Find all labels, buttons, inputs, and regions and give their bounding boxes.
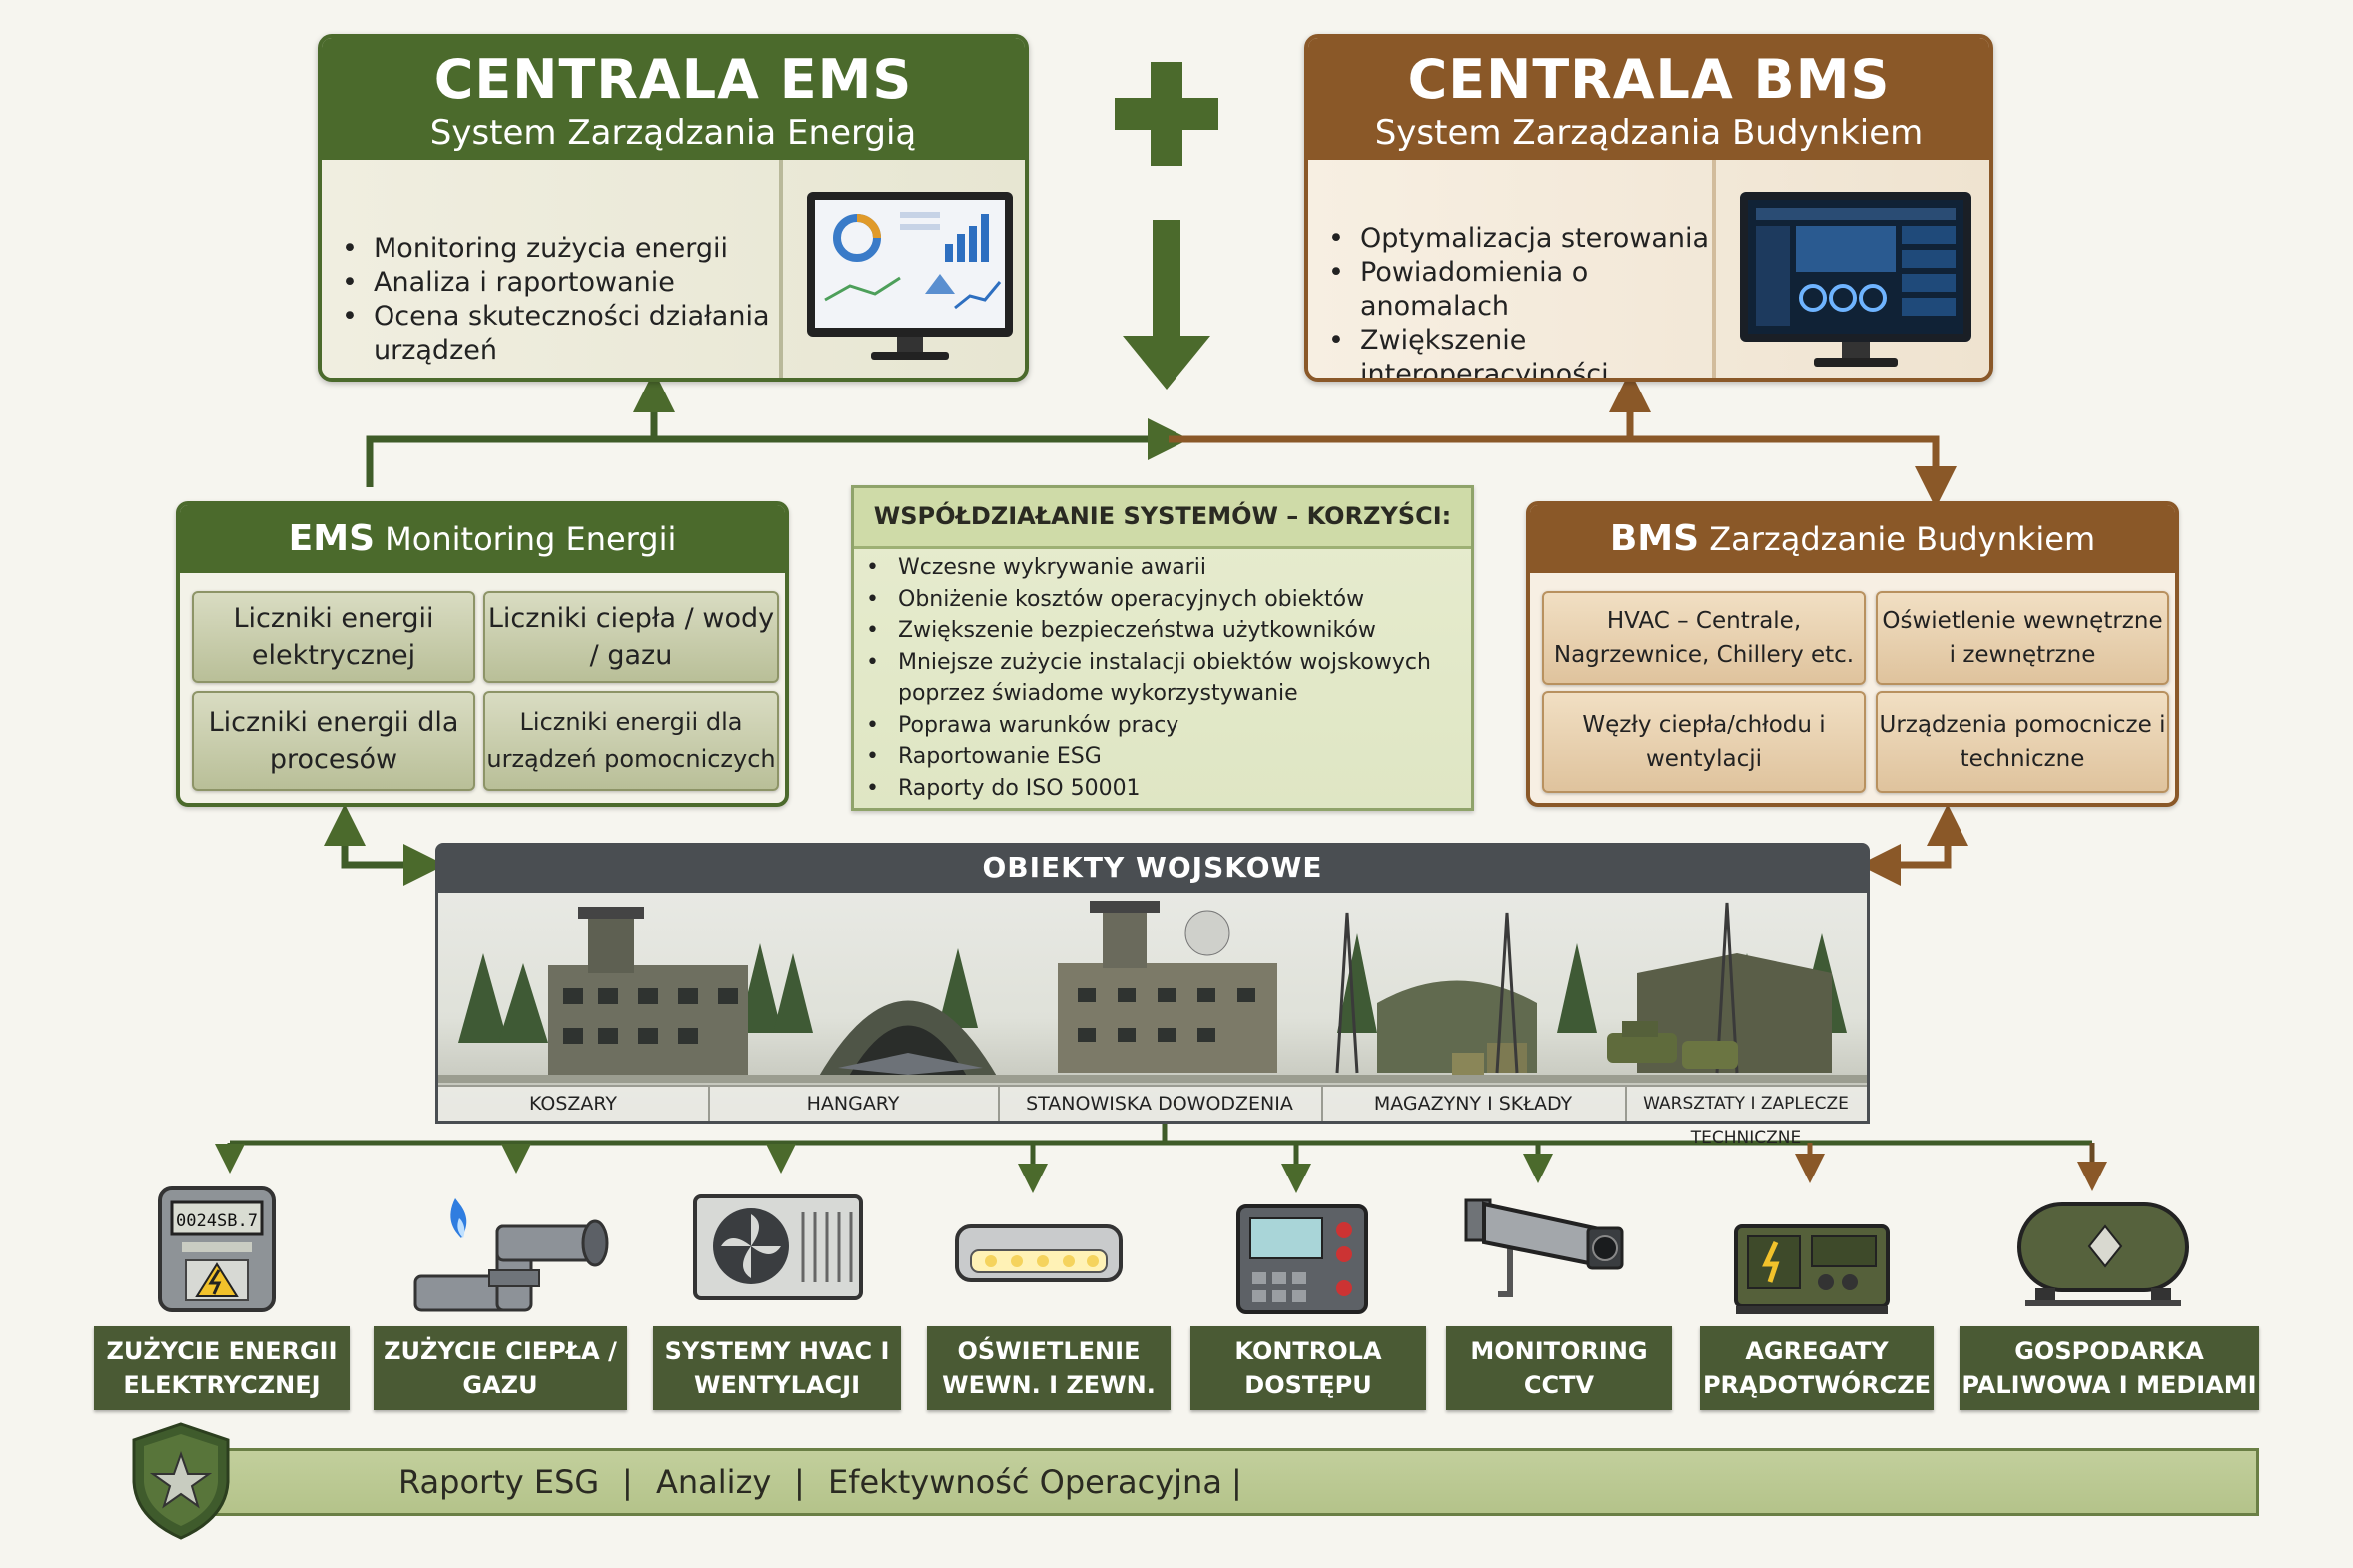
bms-cell-heat-cool-nodes: Węzły ciepła/chłodu i wentylacji (1542, 691, 1866, 793)
ems-central-bullets: Monitoring zużycia energii Analiza i rap… (334, 232, 803, 368)
benefit-item: Wczesne wykrywanie awarii (858, 552, 1457, 584)
bullet-item: Zwiększenie interoperacyjności (1320, 324, 1720, 378)
hvac-unit-icon (693, 1194, 863, 1300)
object-label-hangars: HANGARY (708, 1087, 1000, 1121)
bms-management-title: Zarządzanie Budynkiem (1709, 520, 2096, 558)
object-label-warehouses: MAGAZYNY I SKŁADY (1321, 1087, 1627, 1121)
bms-central-bullets: Optymalizacja sterowania Powiadomienia o… (1320, 222, 1720, 378)
benefit-item: Mniejsze zużycie instalacji obiektów woj… (858, 647, 1457, 710)
footer-separator: | (1231, 1463, 1242, 1501)
footer-bar: Raporty ESG | Analizy | Efektywność Oper… (204, 1448, 2259, 1516)
bms-bus-line (1169, 435, 1957, 508)
endpoint-label-cctv: MONITORING CCTV (1446, 1326, 1672, 1410)
cctv-camera-icon (1464, 1194, 1626, 1302)
object-label-workshops: WARSZTATY I ZAPLECZE TECHNICZNE (1643, 1094, 1849, 1148)
control-panel-monitor-icon (1738, 190, 1973, 370)
bullet-item: Analiza i raportowanie (334, 266, 803, 300)
footer-item-analyses: Analizy (656, 1463, 772, 1501)
military-objects-title: OBIEKTY WOJSKOWE (435, 843, 1870, 893)
object-label-barracks: KOSZARY (438, 1087, 710, 1121)
ems-central-panel: CENTRALA EMS System Zarządzania Energią … (318, 34, 1029, 382)
military-objects-scene: KOSZARY HANGARY STANOWISKA DOWODZENIA MA… (435, 893, 1870, 1148)
bullet-item: Monitoring zużycia energii (334, 232, 803, 266)
ems-central-subtitle: System Zarządzania Energią (429, 113, 917, 153)
command-building (1058, 963, 1277, 1073)
bms-management-panel: BMS Zarządzanie Budynkiem HVAC – Central… (1526, 501, 2179, 807)
endpoint-label-lighting: OŚWIETLENIE WEWN. I ZEWN. (927, 1326, 1171, 1410)
benefit-item: Zwiększenie bezpieczeństwa użytkowników (858, 615, 1457, 647)
benefits-list: Wczesne wykrywanie awarii Obniżenie kosz… (858, 552, 1457, 804)
ems-cell-electric-meters: Liczniki energii elektrycznej (192, 591, 475, 683)
endpoint-label-fuel-media: GOSPODARKA PALIWOWA I MEDIAMI (1960, 1326, 2259, 1410)
benefit-item: Raporty do ISO 50001 (858, 773, 1457, 805)
military-base-illustration (438, 901, 1867, 1083)
ems-central-title: CENTRALA EMS (433, 48, 913, 111)
endpoint-label-access-control: KONTROLA DOSTĘPU (1190, 1326, 1426, 1410)
benefit-item: Obniżenie kosztów operacyjnych obiektów (858, 584, 1457, 616)
fuel-tank-icon (2005, 1196, 2201, 1308)
military-objects-panel: OBIEKTY WOJSKOWE (435, 843, 1870, 1148)
dashboard-monitor-icon (805, 190, 1015, 365)
ems-cell-process-meters: Liczniki energii dla procesów (192, 691, 475, 791)
bms-cell-hvac: HVAC – Centrale, Nagrzewnice, Chillery e… (1542, 591, 1866, 685)
ems-monitoring-title: Monitoring Energii (385, 520, 677, 558)
ems-bus-line (366, 418, 1189, 487)
ems-cell-heat-water-gas-meters: Liczniki ciepła / wody / gazu (483, 591, 779, 683)
footer-item-esg-reports: Raporty ESG (398, 1463, 600, 1501)
ems-monitoring-title-bold: EMS (288, 518, 375, 559)
bms-central-title: CENTRALA BMS (1407, 48, 1891, 111)
ems-monitoring-panel: EMS Monitoring Energii Liczniki energii … (176, 501, 789, 807)
bms-cell-auxiliary-devices: Urządzenia pomocnicze i techniczne (1876, 691, 2169, 793)
endpoint-label-heat-gas: ZUŻYCIE CIEPŁA / GAZU (374, 1326, 627, 1410)
bullet-item: Optymalizacja sterowania (1320, 222, 1720, 256)
benefit-item: Poprawa warunków pracy (858, 710, 1457, 742)
bullet-item: Ocena skuteczności działania urządzeń (334, 300, 803, 368)
footer-separator: | (794, 1463, 805, 1501)
gas-pipe-icon (405, 1178, 611, 1318)
electricity-meter-icon: 0024SB.7 (152, 1184, 282, 1314)
benefits-title: WSPÓŁDZIAŁANIE SYSTEMÓW – KORZYŚCI: (854, 488, 1471, 549)
bms-central-subtitle: System Zarządzania Budynkiem (1374, 113, 1924, 153)
bms-management-title-bold: BMS (1609, 518, 1700, 559)
generator-icon (1730, 1212, 1894, 1316)
arrow-down-icon (1123, 220, 1210, 392)
object-label-command-posts: STANOWISKA DOWODZENIA (998, 1087, 1323, 1121)
bms-central-panel: CENTRALA BMS System Zarządzania Budynkie… (1304, 34, 1993, 382)
access-control-panel-icon (1236, 1204, 1368, 1314)
benefits-panel: WSPÓŁDZIAŁANIE SYSTEMÓW – KORZYŚCI: Wcze… (851, 485, 1474, 811)
benefit-item: Raportowanie ESG (858, 741, 1457, 773)
endpoint-label-electricity: ZUŻYCIE ENERGII ELEKTRYCZNEJ (94, 1326, 350, 1410)
star-shield-icon (130, 1422, 232, 1540)
meter-display-readout: 0024SB.7 (176, 1211, 258, 1231)
bms-cell-lighting: Oświetlenie wewnętrzne i zewnętrzne (1876, 591, 2169, 685)
barracks-building (548, 965, 748, 1075)
endpoint-label-hvac: SYSTEMY HVAC I WENTYLACJI (653, 1326, 901, 1410)
ems-cell-auxiliary-meters: Liczniki energii dla urządzeń pomocniczy… (483, 691, 779, 791)
light-fixture-icon (955, 1224, 1123, 1290)
plus-icon (1115, 62, 1218, 166)
endpoint-label-generators: AGREGATY PRĄDOTWÓRCZE (1700, 1326, 1934, 1410)
footer-item-operational-efficiency: Efektywność Operacyjna (828, 1463, 1222, 1501)
bullet-item: Powiadomienia o anomalach (1320, 256, 1720, 324)
footer-separator: | (622, 1463, 633, 1501)
